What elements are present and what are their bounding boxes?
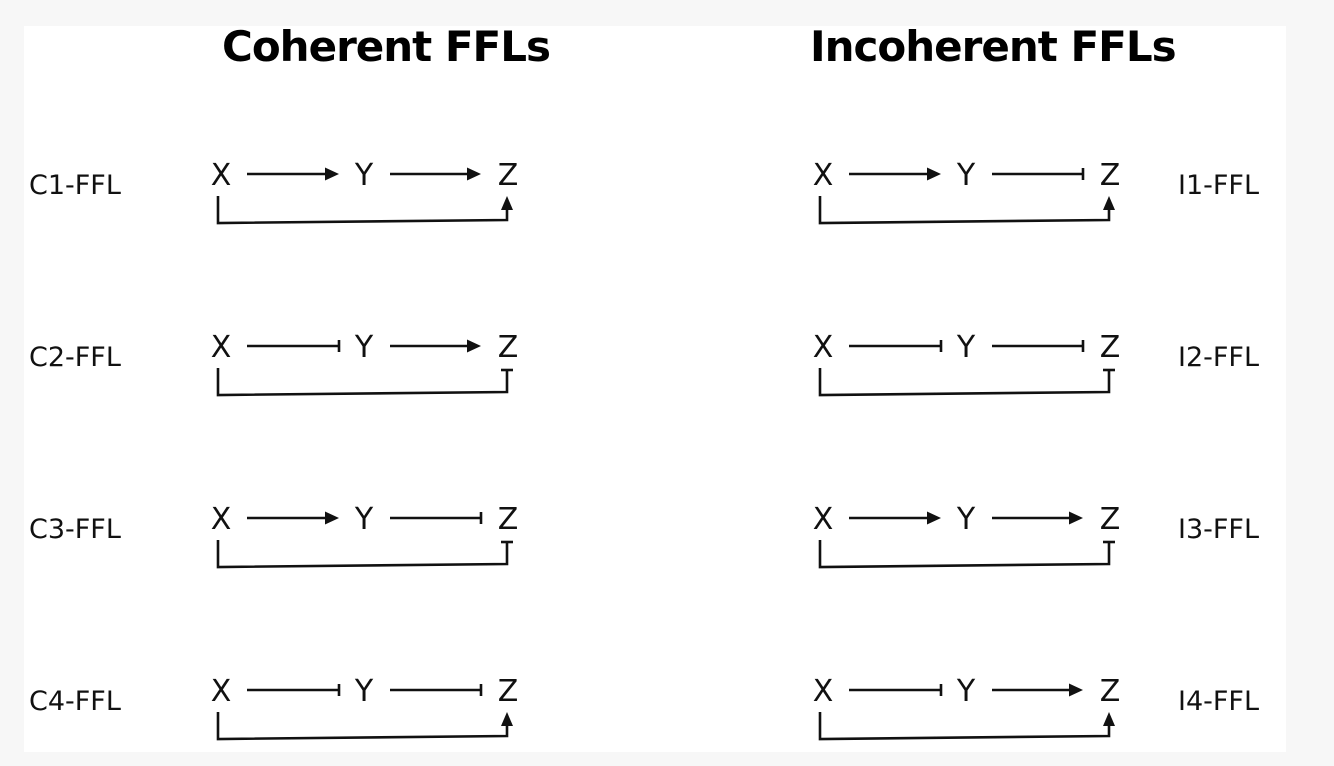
i3-ffl-node-y: Y — [956, 502, 976, 537]
c2-ffl-node-z: Z — [498, 330, 519, 365]
i3-ffl-node-z: Z — [1100, 502, 1121, 537]
c1-ffl-node-z: Z — [498, 158, 519, 193]
c4-ffl-edge-x-z-arrowhead — [501, 712, 513, 726]
c2-ffl-label: C2-FFL — [29, 342, 121, 373]
i1-ffl-node-y: Y — [956, 158, 976, 193]
i2-ffl-label: I2-FFL — [1178, 342, 1259, 373]
c1-ffl-edge-y-z-arrowhead — [467, 167, 481, 181]
c1-ffl-edge-x-y-arrowhead — [325, 167, 339, 181]
c1-ffl-label: C1-FFL — [29, 170, 121, 201]
c2-ffl-node-x: X — [211, 330, 232, 365]
i4-ffl-node-x: X — [813, 674, 834, 709]
i1-ffl-node-x: X — [813, 158, 834, 193]
i2-ffl-node-y: Y — [956, 330, 976, 365]
figure-panel — [24, 26, 1286, 752]
i1-ffl-edge-x-z-arrowhead — [1103, 196, 1115, 210]
i3-ffl-edge-x-y-arrowhead — [927, 511, 941, 525]
c2-ffl-edge-x-z-path — [216, 368, 509, 397]
c3-ffl-edge-x-y-arrowhead — [325, 511, 339, 525]
coherent-heading: Coherent FFLs — [222, 22, 551, 71]
i2-ffl-node-z: Z — [1100, 330, 1121, 365]
c4-ffl-node-x: X — [211, 674, 232, 709]
c3-ffl-node-x: X — [211, 502, 232, 537]
c1-ffl-edge-x-z-path — [216, 196, 509, 225]
i4-ffl-node-z: Z — [1100, 674, 1121, 709]
i4-ffl-edge-x-z-arrowhead — [1103, 712, 1115, 726]
c1-ffl-node-y: Y — [354, 158, 374, 193]
c4-ffl-label: C4-FFL — [29, 686, 121, 717]
c3-ffl-node-y: Y — [354, 502, 374, 537]
i2-ffl-edge-x-z-path — [818, 368, 1111, 397]
c1-ffl-node-x: X — [211, 158, 232, 193]
c3-ffl-node-z: Z — [498, 502, 519, 537]
c4-ffl-node-z: Z — [498, 674, 519, 709]
i1-ffl-label: I1-FFL — [1178, 170, 1259, 201]
c3-ffl-edge-x-z-path — [216, 540, 509, 569]
i4-ffl-label: I4-FFL — [1178, 686, 1259, 717]
c3-ffl-label: C3-FFL — [29, 514, 121, 545]
i3-ffl-edge-y-z-arrowhead — [1069, 511, 1083, 525]
i3-ffl-node-x: X — [813, 502, 834, 537]
incoherent-heading: Incoherent FFLs — [810, 22, 1177, 71]
c2-ffl-node-y: Y — [354, 330, 374, 365]
c4-ffl-node-y: Y — [354, 674, 374, 709]
i3-ffl-label: I3-FFL — [1178, 514, 1259, 545]
c4-ffl-edge-x-z-path — [216, 712, 509, 741]
i3-ffl-edge-x-z-path — [818, 540, 1111, 569]
i4-ffl-edge-x-z-path — [818, 712, 1111, 741]
c1-ffl-edge-x-z-arrowhead — [501, 196, 513, 210]
i2-ffl-node-x: X — [813, 330, 834, 365]
i4-ffl-node-y: Y — [956, 674, 976, 709]
i1-ffl-edge-x-y-arrowhead — [927, 167, 941, 181]
c2-ffl-edge-y-z-arrowhead — [467, 339, 481, 353]
i1-ffl-edge-x-z-path — [818, 196, 1111, 225]
i4-ffl-edge-y-z-arrowhead — [1069, 683, 1083, 697]
i1-ffl-node-z: Z — [1100, 158, 1121, 193]
